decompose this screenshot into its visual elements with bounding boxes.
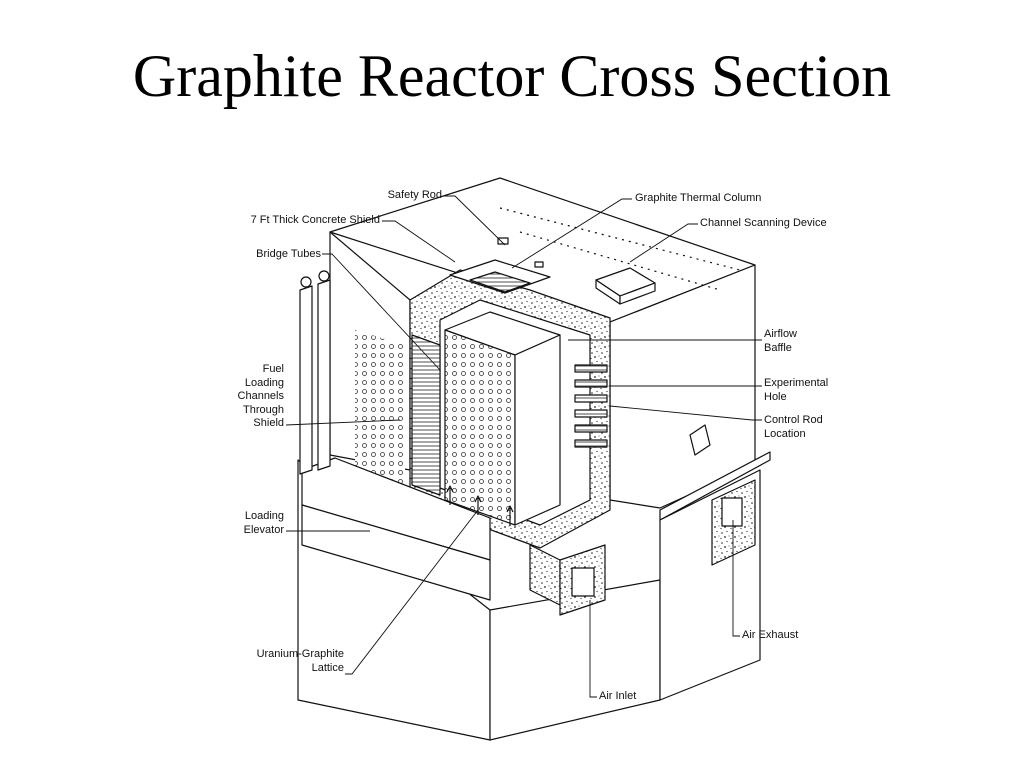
label-airflow-baffle: Airflow Baffle (764, 328, 798, 354)
label-control-rod-location: Control Rod Location (764, 414, 823, 440)
label-air-exhaust: Air Exhaust (742, 629, 799, 641)
label-air-inlet: Air Inlet (599, 690, 637, 702)
label-uranium-graphite-lattice: Uranium-Graphite Lattice (256, 648, 344, 674)
label-loading-elevator: Loading Elevator (243, 510, 284, 536)
air-inlet-duct (529, 544, 561, 606)
page-title: Graphite Reactor Cross Section (132, 43, 892, 109)
label-concrete-shield: 7 Ft Thick Concrete Shield (250, 214, 380, 226)
label-channel-scanning-device: Channel Scanning Device (700, 217, 827, 229)
label-graphite-thermal-column: Graphite Thermal Column (635, 192, 762, 204)
experimental-holes (574, 364, 608, 448)
label-safety-rod: Safety Rod (387, 189, 442, 201)
fuel-channel-grid (355, 330, 405, 490)
leader-lines (285, 195, 762, 698)
label-experimental-hole: Experimental Hole (764, 377, 829, 403)
bridge-tubes (411, 334, 441, 496)
label-fuel-loading-channels: Fuel Loading Channels Through Shield (237, 363, 284, 429)
label-bridge-tubes: Bridge Tubes (256, 248, 321, 260)
